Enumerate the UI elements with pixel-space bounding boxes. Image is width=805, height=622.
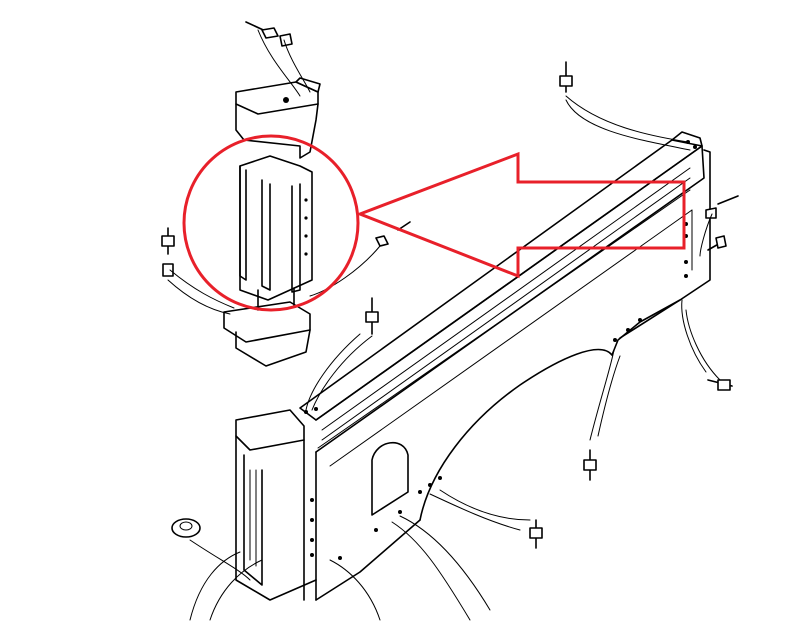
highlight-circle	[182, 134, 360, 312]
panel-holes	[304, 222, 688, 560]
bed-side-panel	[299, 131, 711, 601]
stake-pocket-exploded	[223, 77, 321, 367]
leader-lines	[167, 29, 721, 621]
highlight-arrow	[355, 151, 686, 279]
front-stake-pocket	[235, 409, 317, 601]
highlight-callout	[182, 134, 686, 312]
